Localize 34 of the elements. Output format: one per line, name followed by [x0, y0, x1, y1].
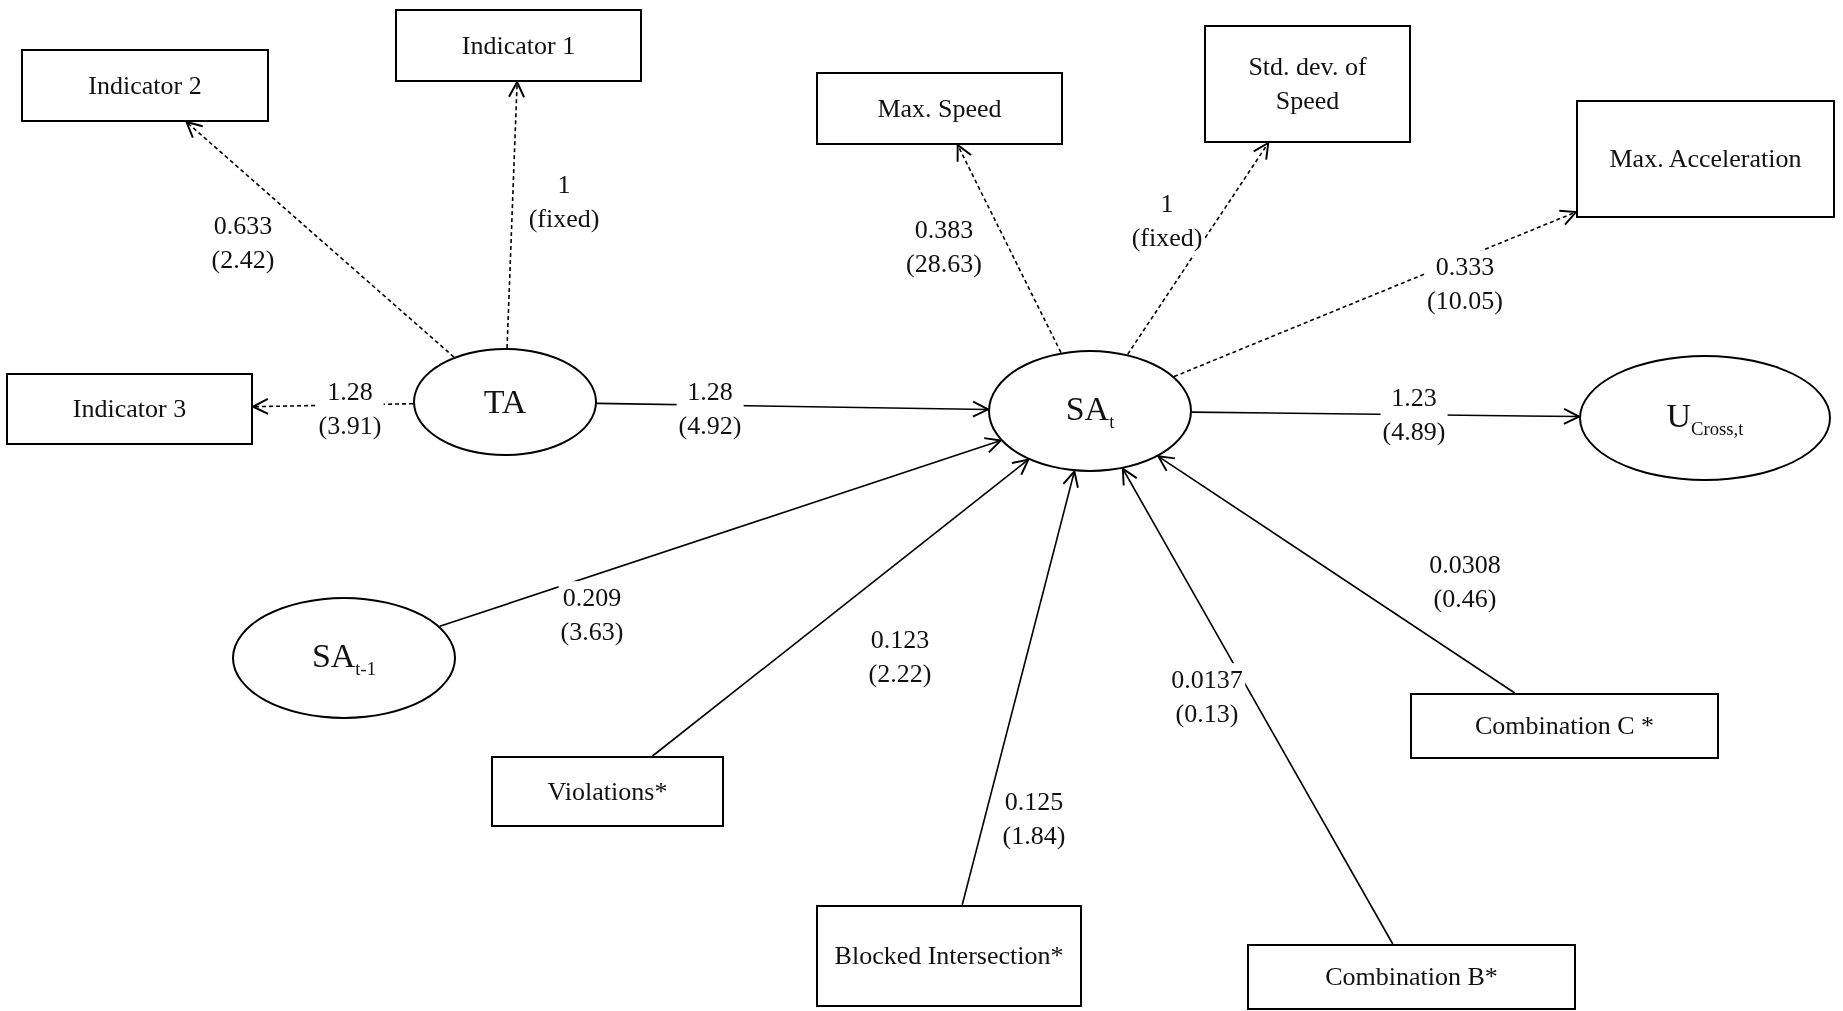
node-label: Indicator 3: [71, 393, 188, 426]
node-label: Blocked Intersection*: [833, 940, 1065, 973]
edge-label: 0.0137 (0.13): [1169, 663, 1245, 731]
node-label: Max. Speed: [876, 92, 1003, 125]
node-label: U$_{Cross,t}$: [1665, 396, 1745, 442]
arrow: [438, 437, 1002, 628]
node-label: TA: [482, 381, 528, 422]
arrow: [506, 81, 525, 349]
node-label: Violations*: [546, 775, 669, 808]
arrow: [1157, 455, 1516, 694]
arrow: [961, 470, 1079, 906]
observed-variable-box: [491, 756, 724, 827]
observed-variable-box: [395, 9, 642, 82]
node-label: Std. dev. of Speed: [1247, 51, 1368, 117]
edge-label: 0.333 (10.05): [1425, 250, 1505, 318]
node-label: Indicator 1: [460, 29, 577, 62]
observed-variable-box: [6, 373, 253, 445]
node-label: Indicator 2: [87, 69, 203, 102]
node-label: Max. Acceleration: [1608, 143, 1803, 176]
arrow: [651, 458, 1030, 757]
arrow: [1126, 142, 1270, 356]
node-label: Combination C *: [1473, 710, 1656, 743]
arrow: [185, 121, 455, 358]
edge-label: 0.209 (3.63): [558, 581, 626, 649]
observed-variable-box: [816, 72, 1063, 145]
observed-variable-box: [1247, 944, 1576, 1010]
observed-variable-box: [1576, 100, 1835, 218]
observed-variable-box: [21, 49, 269, 122]
observed-variable-box: [1410, 693, 1719, 759]
observed-variable-box: [816, 905, 1082, 1007]
observed-variable-box: [1204, 25, 1411, 143]
node-label: Combination B*: [1324, 961, 1499, 994]
node-label: SA$_{t-1}$: [310, 636, 378, 682]
node-label: SA$_{t}$: [1064, 389, 1116, 435]
